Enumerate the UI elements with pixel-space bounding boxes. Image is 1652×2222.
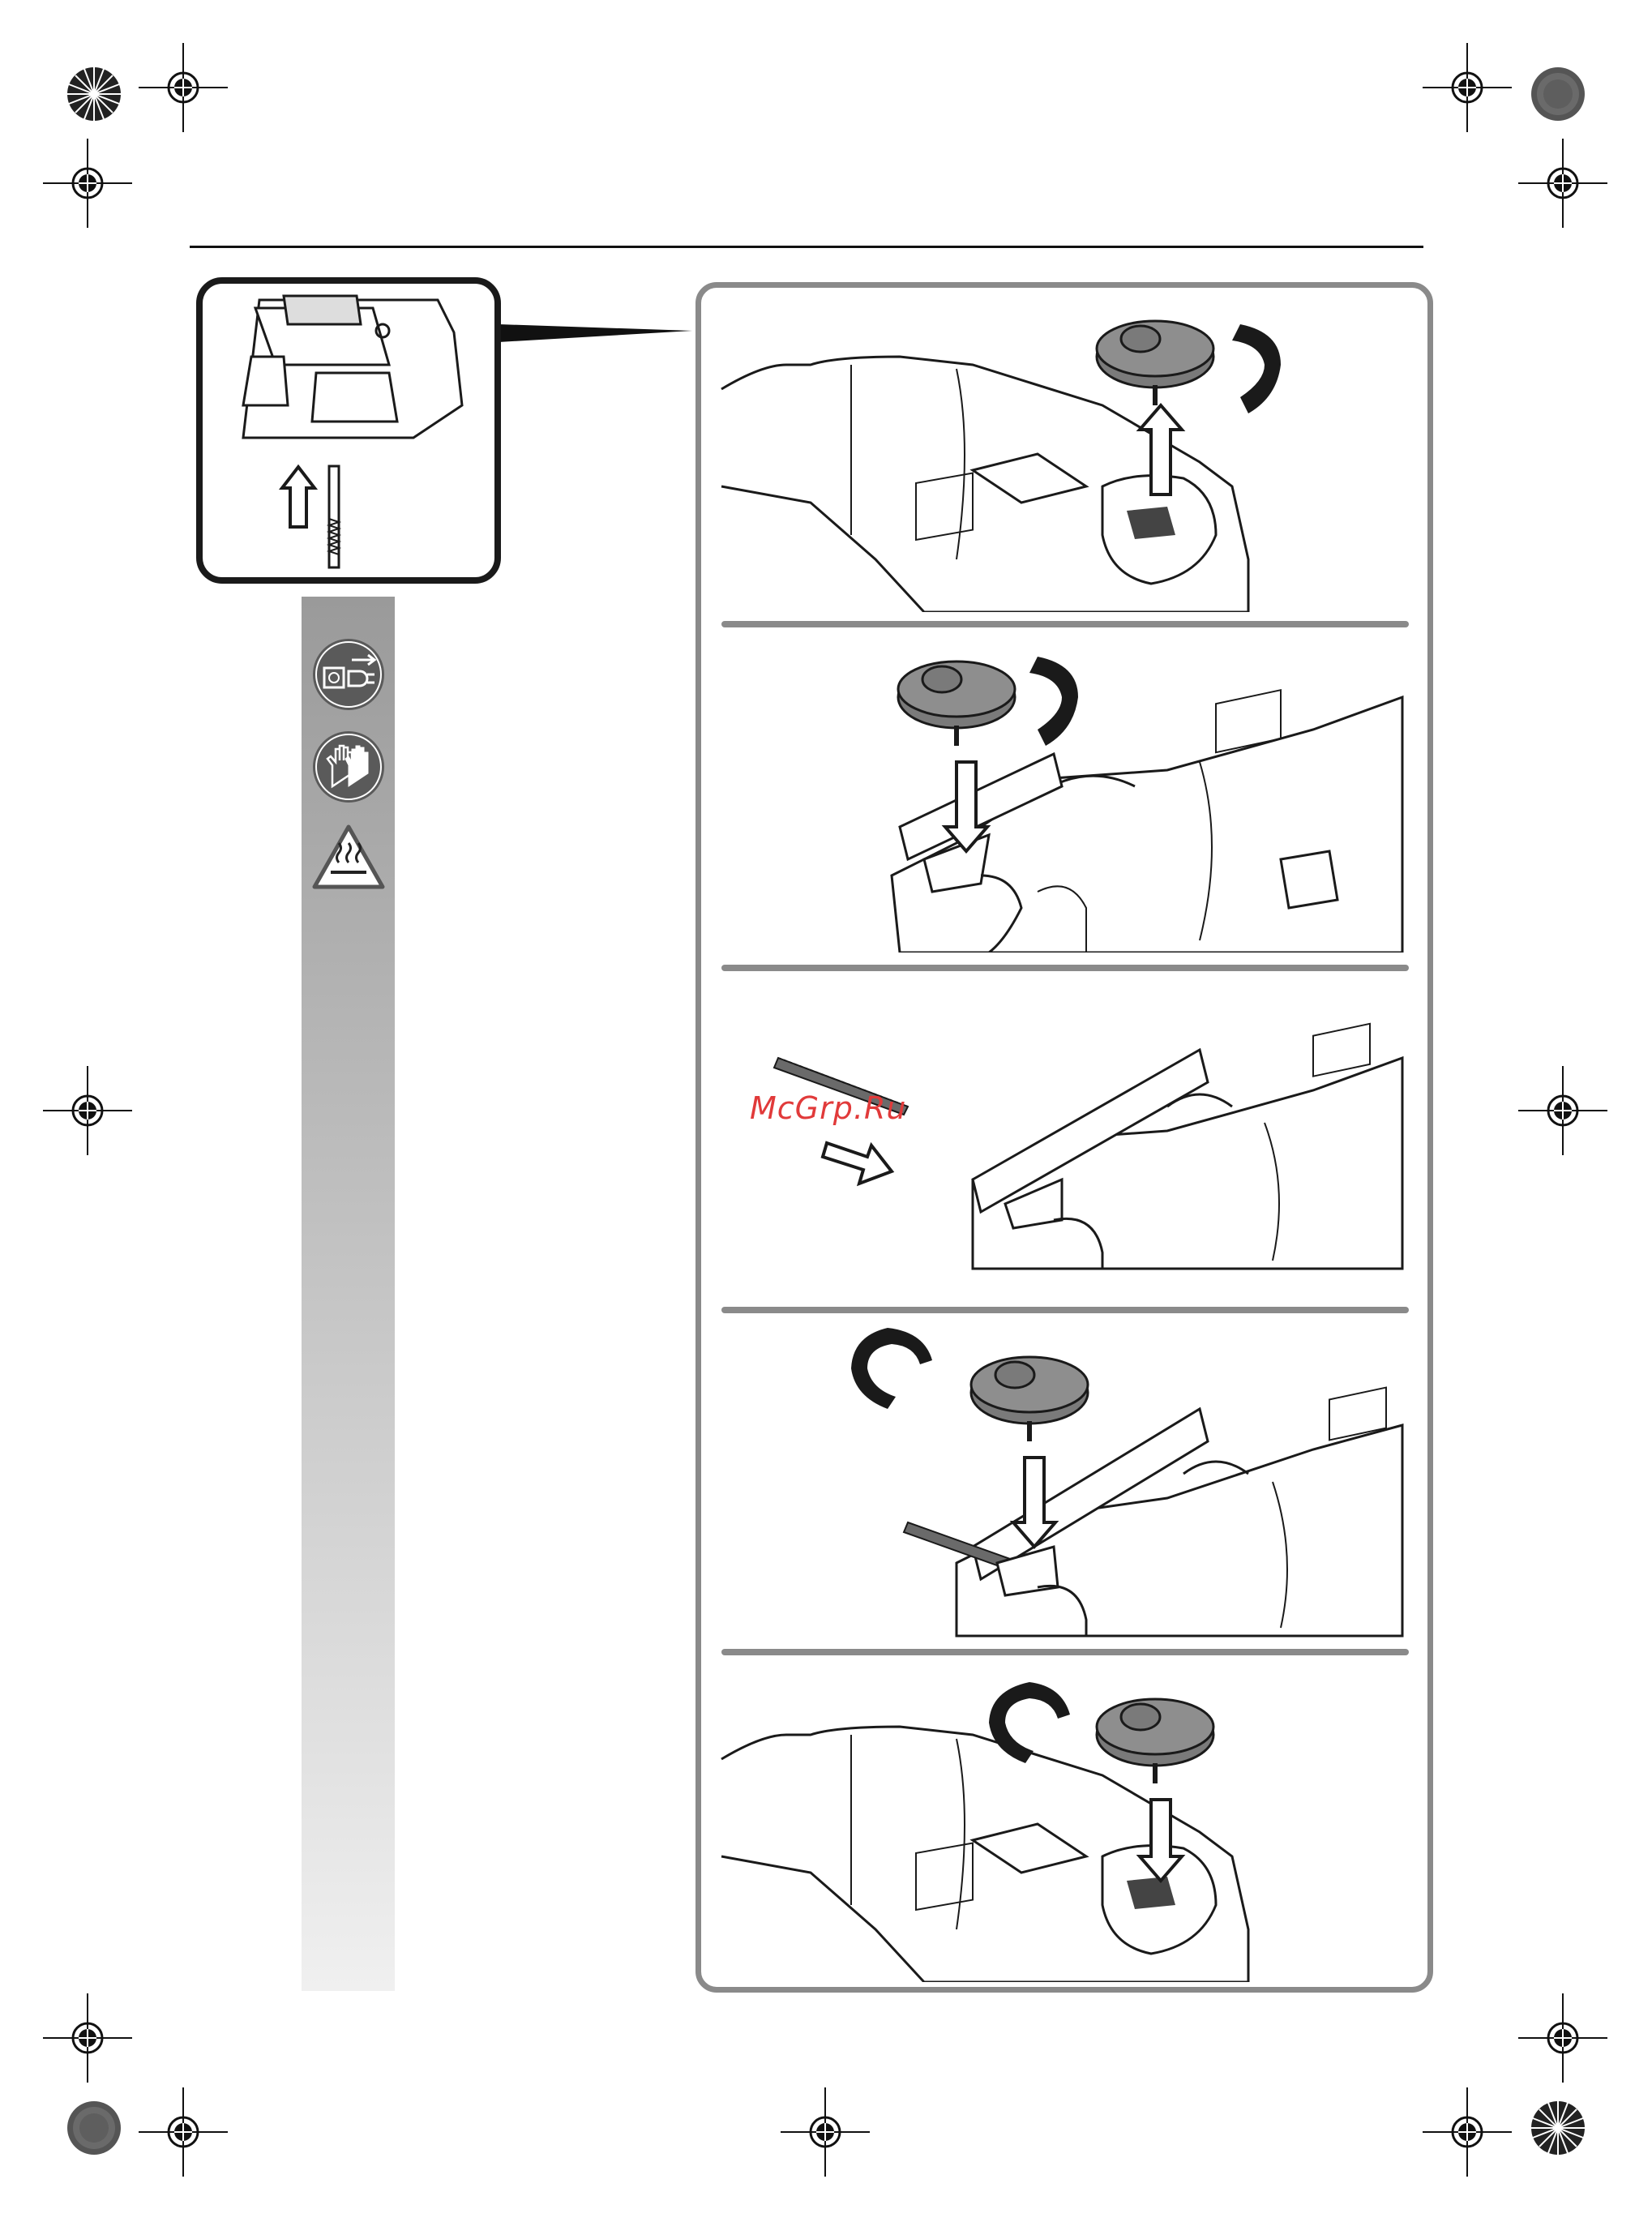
step-separator [721, 965, 1409, 971]
step-3-insert-blade [713, 977, 1410, 1297]
hot-surface-warning-icon [311, 824, 386, 892]
step-separator [721, 1649, 1409, 1655]
safety-sidebar [302, 597, 395, 1991]
blade-insert-detail [195, 276, 697, 584]
step-4-lock-cap [713, 1320, 1410, 1640]
unplug-before-work-icon [311, 637, 386, 712]
step-separator [721, 1307, 1409, 1313]
step-1-remove-cap [713, 292, 1410, 612]
step-2-insert-cap [713, 632, 1410, 953]
step-5-close-cap [713, 1662, 1410, 1982]
step-separator [721, 621, 1409, 627]
header-rule [190, 246, 1423, 248]
watermark: McGrp.Ru [750, 1090, 906, 1126]
wear-gloves-icon [311, 730, 386, 804]
